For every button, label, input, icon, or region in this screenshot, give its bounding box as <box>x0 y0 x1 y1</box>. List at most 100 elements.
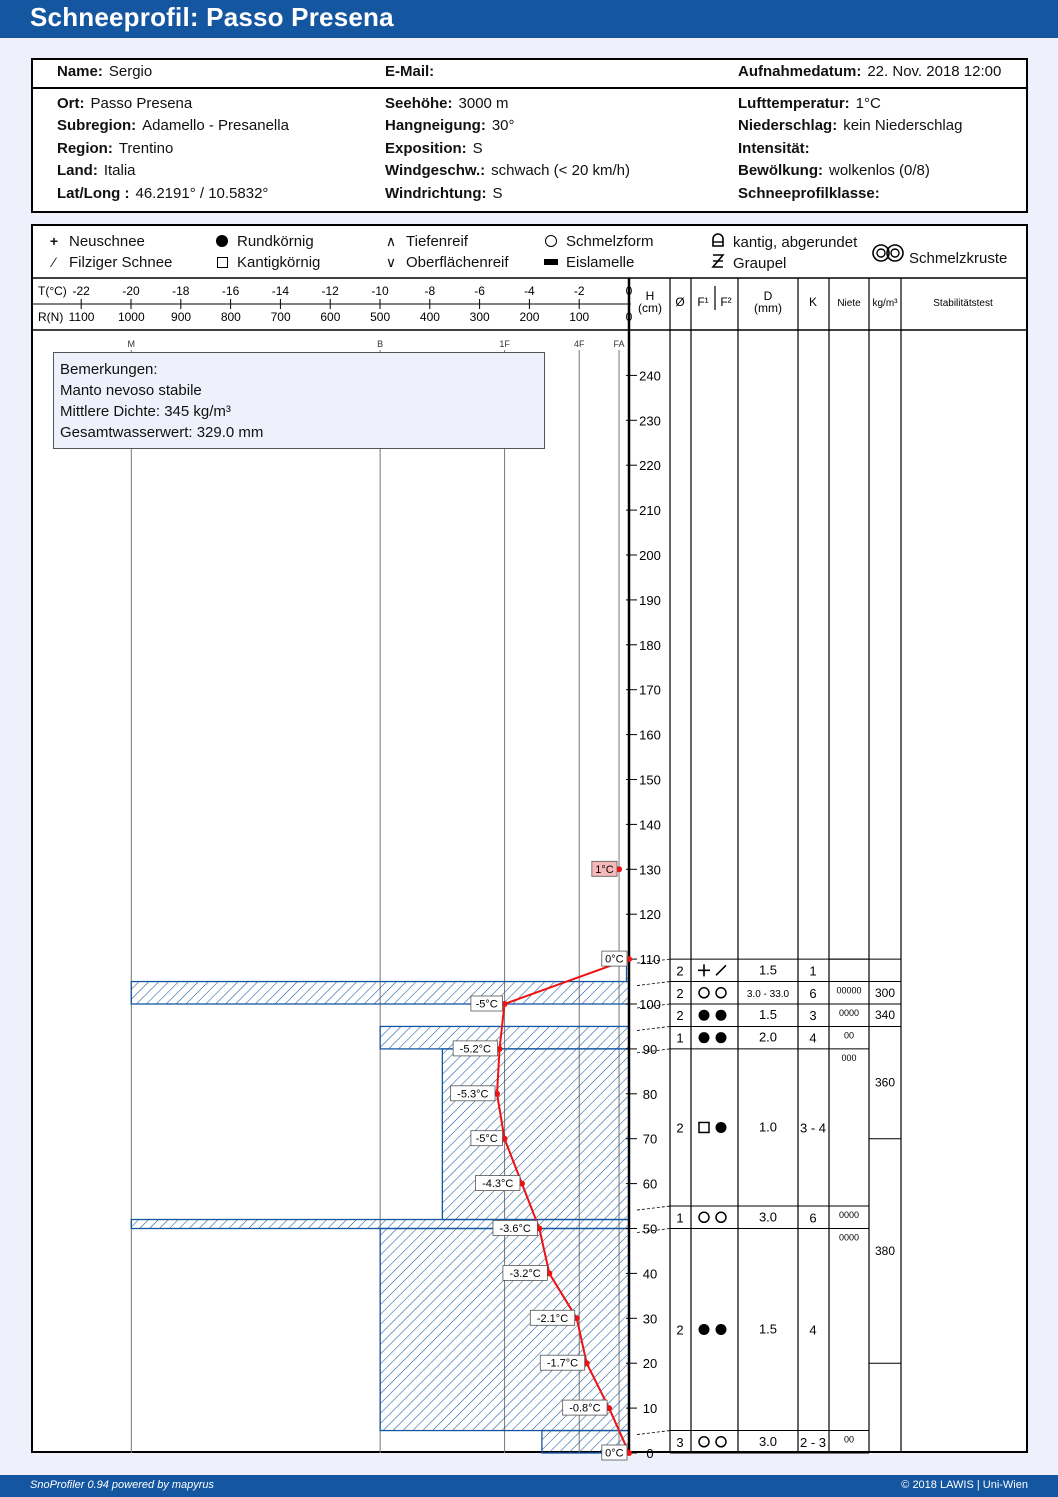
layer-grain-size: 1.5 <box>759 1322 777 1337</box>
temperature-label-box <box>470 1130 503 1147</box>
temperature-label-box <box>475 1175 521 1191</box>
temperature-point <box>501 1001 508 1007</box>
resistance-tick-label: 200 <box>519 310 539 324</box>
filled-dot-icon <box>211 233 233 249</box>
height-tick-label: 190 <box>639 593 661 608</box>
footer-bar: SnoProfiler 0.94 powered by mapyrus © 20… <box>0 1475 1058 1497</box>
height-tick-label: 120 <box>639 907 661 922</box>
layer-leader <box>636 1003 671 1009</box>
temperature-label: -5.2°C <box>460 1043 491 1055</box>
site-subregion: Subregion:Adamello - Presanella <box>57 117 289 134</box>
temperature-label-box <box>601 950 628 967</box>
height-tick-label: 210 <box>639 503 661 518</box>
temp-tick-label: -14 <box>272 284 290 298</box>
plus-icon: + <box>49 233 59 249</box>
remarks-line: Mittlere Dichte: 345 kg/m³ <box>60 403 231 420</box>
temp-tick-label: -20 <box>122 284 140 298</box>
height-tick-label: 160 <box>639 728 661 743</box>
height-tick-label: 200 <box>639 548 661 563</box>
caret-up-icon: ∧ <box>385 233 397 249</box>
circle-icon <box>540 233 562 249</box>
height-tick-label: 240 <box>639 368 661 383</box>
weather-intensitaet: Intensität: <box>738 140 810 157</box>
layer-moisture: 3 <box>676 1435 683 1450</box>
layer-moisture: 2 <box>676 1323 683 1338</box>
layer-leader <box>636 1430 671 1435</box>
temperature-label-box <box>562 1399 608 1416</box>
site-hangneigung: Hangneigung:30° <box>385 117 515 134</box>
height-tick-label: 100 <box>639 997 661 1012</box>
temp-axis-label: T(°C) <box>38 284 67 298</box>
legend-filziger-schnee: ⁄Filziger Schnee <box>43 254 173 271</box>
temperature-point <box>518 1180 525 1187</box>
resistance-tick-label: 500 <box>370 310 390 324</box>
caret-down-icon: ∨ <box>385 254 397 270</box>
temperature-label-box <box>452 1040 498 1057</box>
circle-icon <box>715 1211 727 1224</box>
layer-moisture: 2 <box>676 986 683 1001</box>
layer-rivets: 0000 <box>839 1210 859 1220</box>
footer-copyright: © 2018 LAWIS | Uni-Wien <box>901 1479 1028 1491</box>
legend-neuschnee: +Neuschnee <box>43 233 145 250</box>
temp-tick-label: -8 <box>424 284 435 298</box>
layer-grain-size: 3.0 <box>759 1434 777 1449</box>
legend-oberflaechenreif: ∨Oberflächenreif <box>380 254 509 271</box>
layer-hardness: 4 <box>809 1323 816 1338</box>
layer-hardness: 4 <box>809 1031 816 1046</box>
height-tick-label: 90 <box>643 1042 657 1057</box>
height-tick-label: 180 <box>639 638 661 653</box>
temp-tick-label: -6 <box>474 284 485 298</box>
height-tick-label: 40 <box>643 1266 657 1281</box>
remarks-heading: Bemerkungen: <box>60 361 158 378</box>
temperature-label-box <box>492 1220 538 1236</box>
site-region: Region:Trentino <box>57 140 174 157</box>
resistance-tick-label: 900 <box>171 310 191 324</box>
legend-schmelzform: Schmelzform <box>540 233 654 250</box>
temperature-label: -3.6°C <box>500 1223 531 1235</box>
layer-moisture: 2 <box>676 1008 683 1023</box>
height-tick-label: 30 <box>643 1311 657 1326</box>
layer-grain-size: 1.5 <box>759 962 777 977</box>
col-header-hardness: K <box>809 295 817 309</box>
temperature-label: -5°C <box>476 999 498 1011</box>
col-header-moisture: Ø <box>675 295 684 309</box>
temperature-point <box>496 1045 503 1052</box>
resistance-tick-label: 1000 <box>118 310 145 324</box>
temperature-point <box>616 866 623 873</box>
temperature-point <box>546 1270 553 1277</box>
hand-hardness-label: M <box>128 339 136 349</box>
remarks-line: Manto nevoso stabile <box>60 382 202 399</box>
observer-email: E-Mail: <box>385 63 435 80</box>
layer-grain-size: 3.0 <box>759 1209 777 1224</box>
height-tick-label: 80 <box>643 1087 657 1102</box>
temperature-label: -1.7°C <box>547 1358 578 1370</box>
col-header-form1: F¹ <box>697 295 708 309</box>
temperature-label: 0°C <box>605 954 624 966</box>
layer-hardness: 1 <box>809 963 816 978</box>
temperature-label: -4.3°C <box>482 1178 513 1190</box>
layer-hardness: 2 - 3 <box>800 1435 826 1450</box>
circle-icon <box>698 987 710 999</box>
temperature-point <box>501 1135 508 1142</box>
height-tick-label: 220 <box>639 458 661 473</box>
site-wind: Windgeschw.:schwach (< 20 km/h) <box>385 162 630 179</box>
weather-profilklasse: Schneeprofilklasse: <box>738 185 880 202</box>
height-tick-label: 50 <box>643 1222 657 1237</box>
height-tick-label: 230 <box>639 413 661 428</box>
weather-luft: Lufttemperatur:1°C <box>738 95 881 112</box>
height-tick-label: 0 <box>646 1446 653 1461</box>
square-icon <box>698 1121 710 1134</box>
height-tick-label: 170 <box>639 683 661 698</box>
temperature-label-box <box>450 1085 496 1102</box>
temp-tick-label: -12 <box>322 284 340 298</box>
density-value: 340 <box>875 1008 895 1022</box>
temperature-label: 1°C <box>595 864 614 876</box>
layer-rivets: 00000 <box>836 986 861 996</box>
density-value: 380 <box>875 1244 895 1258</box>
temperature-label-box <box>591 860 618 877</box>
legend-kantig-abgerundet: kantig, abgerundet <box>707 233 857 251</box>
resistance-bar <box>441 1048 630 1221</box>
height-tick-label: 10 <box>643 1401 657 1416</box>
temp-tick-label: -18 <box>172 284 190 298</box>
